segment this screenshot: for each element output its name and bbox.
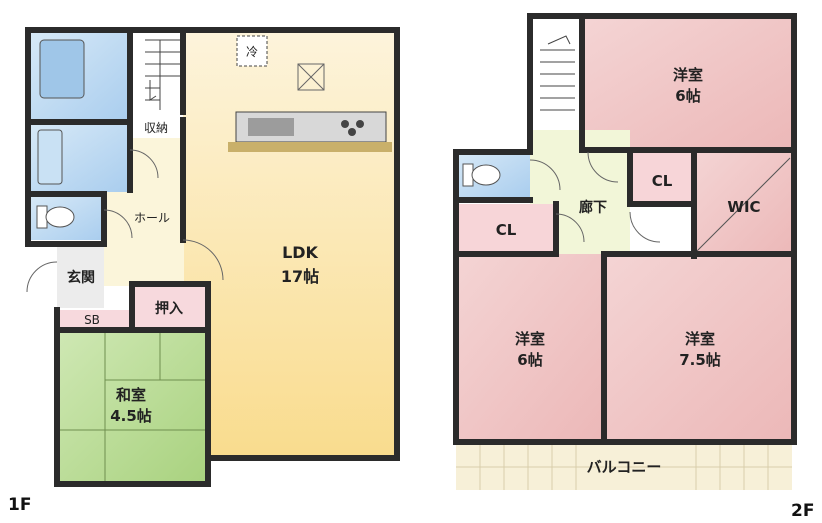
cl-2-label: CL <box>652 172 673 190</box>
ldk-size: 17帖 <box>281 267 319 286</box>
room-b-size: 6帖 <box>517 351 542 369</box>
room-c-fill <box>604 256 794 440</box>
corridor-label: 廊下 <box>579 199 607 216</box>
oshiire-fill <box>132 284 206 330</box>
bathtub-icon <box>39 39 85 99</box>
ldk-fill <box>183 28 397 456</box>
doors-1f <box>26 149 224 293</box>
kitchen-sink-icon <box>248 118 294 136</box>
room-c-name: 洋室 <box>685 330 715 348</box>
kitchen-bar <box>228 142 392 152</box>
sb-fill <box>57 310 131 330</box>
toilet-2f-icon <box>462 163 501 187</box>
stairs-fill <box>130 32 185 112</box>
washitsu-fill <box>57 330 207 482</box>
stove-icon <box>341 120 364 136</box>
genkan-label: 玄関 <box>67 269 95 286</box>
walls-2f <box>453 13 797 445</box>
floor-label-1f: 1F <box>8 495 31 515</box>
first-floor: LDK 17帖 和室 4.5帖 玄関 押入 SB ホール 収納 冷 1F <box>8 27 400 515</box>
washitsu-size: 4.5帖 <box>110 407 152 425</box>
fridge-box <box>236 35 268 67</box>
walls-1f <box>25 27 400 487</box>
balcony-label: バルコニー <box>587 458 662 476</box>
washitsu-name: 和室 <box>116 386 146 404</box>
toilet-1f-icon <box>36 205 75 229</box>
genkan-fill <box>57 246 104 308</box>
room-a-fill <box>582 18 794 150</box>
stairs-1f <box>145 39 180 110</box>
fridge-label: 冷 <box>246 45 258 59</box>
wic-label: WIC <box>727 198 760 216</box>
oshiire-label: 押入 <box>155 300 183 317</box>
sb-label: SB <box>84 313 100 327</box>
wic-diagonal <box>695 157 791 253</box>
room-c-size: 7.5帖 <box>679 351 721 369</box>
range-hood-icon <box>297 63 325 91</box>
cl-1-label: CL <box>496 221 517 239</box>
tatami-lines <box>57 330 207 482</box>
stairs-2f <box>540 35 575 111</box>
room-b-fill <box>456 254 604 440</box>
ldk-name: LDK <box>282 243 318 262</box>
floor-label-2f: 2F <box>791 501 814 521</box>
hall-label: ホール <box>134 211 170 225</box>
room-a-name: 洋室 <box>673 66 703 84</box>
room-b-name: 洋室 <box>515 330 545 348</box>
doors-2f <box>529 151 661 243</box>
shuno-label: 収納 <box>144 121 168 135</box>
balcony-grid <box>456 444 792 490</box>
second-floor: 洋室 6帖 洋室 6帖 洋室 7.5帖 CL CL WIC 廊下 バルコニー 2… <box>453 13 814 521</box>
cl-2-fill <box>630 152 694 204</box>
cl-1-fill <box>458 204 554 254</box>
room-a-size: 6帖 <box>675 87 700 105</box>
sink-icon <box>37 129 63 185</box>
